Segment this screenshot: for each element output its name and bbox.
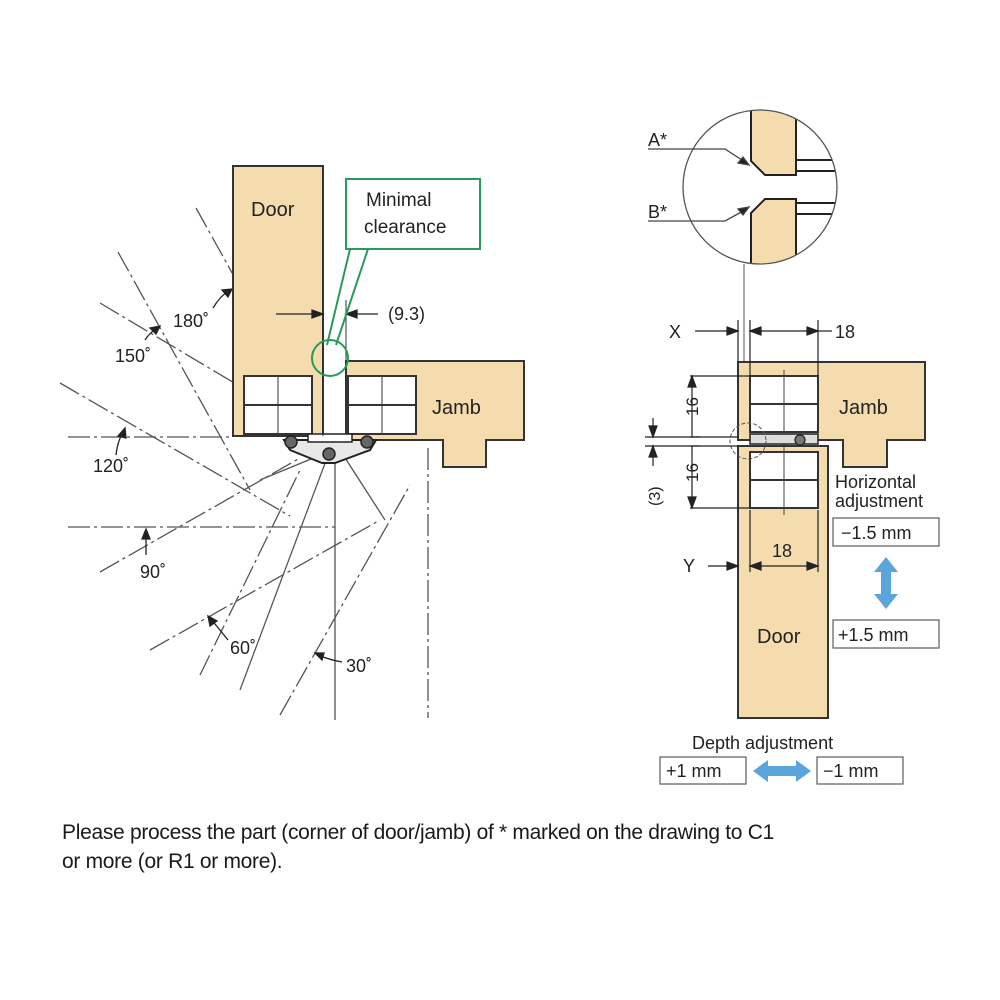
dimension-lines: [645, 320, 832, 572]
angle-label-150: 150˚: [115, 346, 151, 366]
horizontal-plus-box: [832, 619, 940, 649]
angle-label-120: 120˚: [93, 456, 129, 476]
angle-label-30: 30˚: [346, 656, 372, 676]
hinge-arm: [282, 433, 378, 464]
pivot-icon: [322, 447, 336, 461]
clearance-dimension: [276, 309, 378, 319]
horizontal-adjustment-line1: Horizontal: [835, 472, 916, 492]
top-width-dim: 18: [835, 322, 855, 342]
jamb-label: Jamb: [432, 397, 481, 419]
callout-label-line1: Minimal: [366, 190, 431, 211]
detail-leaders: [648, 148, 751, 222]
hinge-cups: [243, 375, 417, 435]
detail-circle: [682, 109, 838, 265]
depth-plus-value: +1 mm: [666, 761, 722, 781]
depth-adjustment-label: Depth adjustment: [692, 733, 833, 753]
y-label: Y: [683, 556, 695, 576]
horizontal-minus-value: −1.5 mm: [841, 523, 912, 543]
detail-marker-circle: [729, 422, 767, 460]
right-hinge-body: [749, 433, 819, 446]
swing-line-150: [117, 251, 251, 491]
angle-label-90: 90˚: [140, 562, 166, 582]
horizontal-plus-value: +1.5 mm: [838, 625, 909, 645]
x-label: X: [669, 322, 681, 342]
right-view: A* B*: [645, 109, 940, 785]
angle-label-60: 60˚: [230, 638, 256, 658]
horizontal-double-arrow-icon: [753, 760, 811, 782]
swing-line-30: [279, 484, 411, 716]
depth-plus-box: [659, 756, 747, 785]
lower-height-dim: 16: [683, 463, 702, 482]
right-door-label: Door: [757, 626, 801, 648]
swing-line-120: [59, 382, 291, 517]
vertical-double-arrow-icon: [874, 557, 898, 609]
door-label: Door: [251, 199, 295, 221]
swing-line-150b: [99, 302, 331, 441]
swing-line-60: [149, 519, 381, 651]
pivot-icon: [284, 435, 298, 449]
detail-label-a: A*: [648, 130, 667, 150]
pivot-icon: [794, 434, 806, 446]
left-view: (9.3) Minimal clearance Door Jamb 180˚ 1…: [59, 165, 525, 720]
note-line-2: or more (or R1 or more).: [62, 850, 283, 873]
hinge-rays: [239, 449, 386, 720]
gap-dim: (3): [647, 486, 664, 506]
swing-line-90b: [99, 457, 301, 573]
depth-minus-value: −1 mm: [823, 761, 879, 781]
callout-label-line2: clearance: [364, 217, 446, 238]
pivot-icon: [360, 435, 374, 449]
detail-label-b: B*: [648, 202, 667, 222]
minimal-clearance-callout: [311, 178, 481, 377]
angle-label-180: 180˚: [173, 311, 209, 331]
right-jamb-label: Jamb: [839, 397, 888, 419]
processing-note: Please process the part (corner of door/…: [62, 818, 942, 876]
horizontal-minus-box: [832, 517, 940, 547]
note-line-1: Please process the part (corner of door/…: [62, 821, 774, 844]
horizontal-adjustment-line2: adjustment: [835, 491, 923, 511]
angle-leaders: [115, 288, 343, 663]
bottom-width-dim: 18: [772, 541, 792, 561]
upper-height-dim: 16: [683, 397, 702, 416]
swing-line-60b: [199, 469, 301, 676]
depth-minus-box: [816, 756, 904, 785]
clearance-dim-label: (9.3): [388, 304, 425, 324]
